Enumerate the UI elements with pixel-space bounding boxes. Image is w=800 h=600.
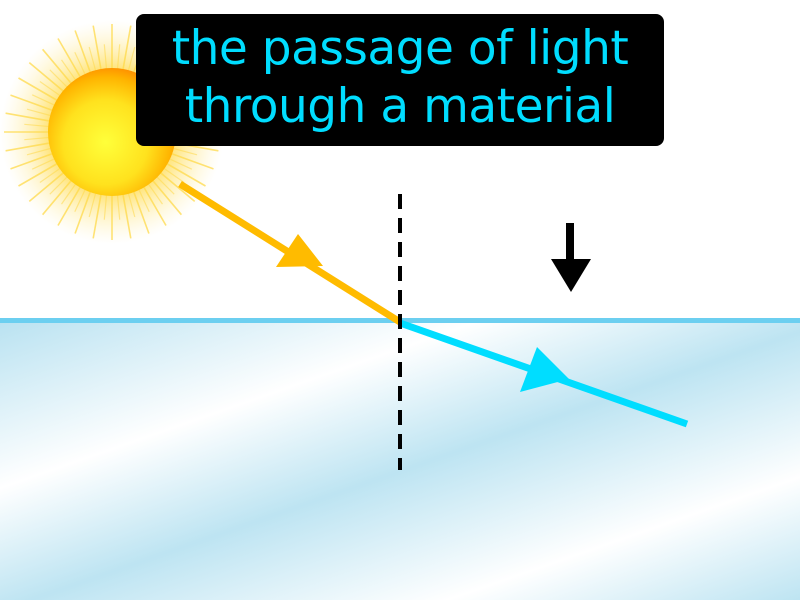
sun-ray [88,46,98,75]
sun-ray [31,94,58,108]
sun-ray [41,48,75,87]
sun-ray [5,141,54,152]
sun-ray [92,25,103,74]
sun-ray [41,177,75,216]
sun-ray [116,44,121,73]
sun-ray [145,180,163,205]
sun-ray [131,188,150,234]
sun-ray [10,151,56,170]
sun-ray [18,161,61,187]
sun-ray [121,25,132,74]
refracted-ray [398,319,689,428]
caption-line-2: through a material [184,79,616,134]
sun-ray [57,183,83,226]
sun-ray [149,177,183,216]
sun-ray [92,190,103,239]
sun-ray [121,190,132,239]
sun-ray [168,151,214,170]
sun-ray [103,191,108,220]
sun-ray [88,189,98,218]
incident-ray [178,181,402,325]
sun-ray [18,77,61,103]
sun-ray [49,69,71,91]
sun-ray [166,156,193,170]
sun-ray [74,188,93,234]
sun-ray [74,30,93,76]
sun-ray [163,161,206,187]
sun-ray [74,51,88,78]
sun-ray [126,189,136,218]
sun-ray [39,165,64,183]
sun-ray [61,59,79,84]
sun-ray [28,61,67,95]
sun-ray [49,173,71,195]
refracted-arrow-head [520,347,569,392]
caption-line-1: the passage of light [171,21,629,76]
sun-ray [74,186,88,213]
sun-ray [136,186,150,213]
sun-ray [141,183,167,226]
caption-box: the passage of light through a material [136,14,664,146]
sun-ray [153,173,175,195]
sun-ray [116,191,121,220]
incident-arrow-head [276,234,323,267]
sun-ray [24,123,53,128]
sun-ray [26,146,55,156]
sun-ray [10,94,56,113]
sun-ray [126,46,136,75]
sun-ray [61,180,79,205]
sun-ray [39,81,64,99]
sun-ray [103,44,108,73]
sun-ray [26,108,55,118]
sun-ray [57,38,83,81]
sun-ray [31,156,58,170]
sun-ray [24,136,53,141]
sun-ray [28,169,67,203]
sun-ray [157,169,196,203]
arrow-down-icon [551,223,591,292]
sun-ray [5,112,54,123]
sun-ray [160,165,185,183]
sun-ray [169,146,198,156]
